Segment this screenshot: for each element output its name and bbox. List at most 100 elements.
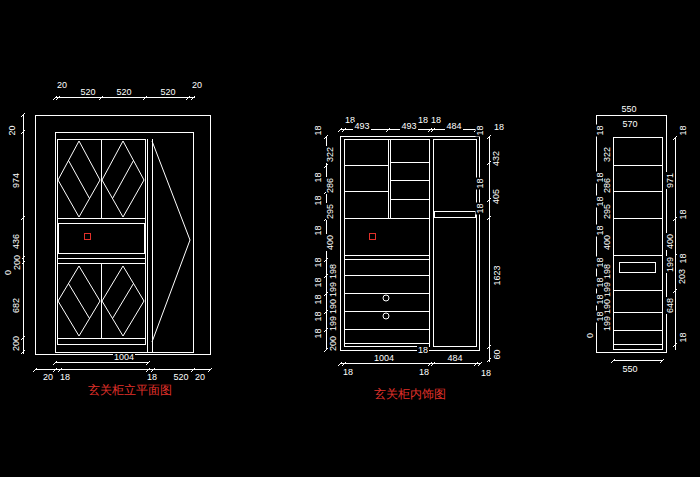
cabinet-elevation <box>102 141 144 217</box>
dimension-line <box>21 113 25 354</box>
dimension-value: 18 <box>678 331 687 343</box>
dimension-value: 1623 <box>493 264 502 286</box>
dimension-value: 520 <box>79 88 96 97</box>
dimension-value: 520 <box>115 88 132 97</box>
dimension-value: 198 <box>330 262 339 279</box>
cabinet-interior <box>390 180 430 181</box>
dimension-line <box>53 361 150 365</box>
dimension-value: 18 <box>475 124 484 136</box>
dimension-line <box>489 136 490 362</box>
dimension-line <box>338 362 482 366</box>
cabinet-side-view <box>613 218 662 219</box>
cabinet-elevation <box>57 218 146 219</box>
dimension-value: 295 <box>604 202 613 219</box>
dimension-value: 18 <box>313 194 322 206</box>
cabinet-interior <box>344 329 430 330</box>
cabinet-elevation <box>59 224 145 254</box>
dimension-line <box>613 360 662 361</box>
dimension-value: 322 <box>327 145 336 162</box>
dimension-value: 286 <box>604 176 613 193</box>
cabinet-interior <box>390 162 430 163</box>
dimension-value: 520 <box>172 373 189 382</box>
cabinet-interior <box>434 140 477 347</box>
dimension-value: 18 <box>417 116 429 125</box>
cabinet-interior <box>370 234 376 240</box>
cabinet-side-view <box>597 116 667 353</box>
cabinet-interior <box>341 137 480 351</box>
dimension-value: 18 <box>313 327 322 339</box>
dimension-value: 18 <box>417 346 429 355</box>
dimension-value: 190 <box>604 297 613 314</box>
cabinet-elevation <box>58 141 100 217</box>
cabinet-side-view <box>613 330 662 331</box>
cabinet-side-view <box>613 165 662 166</box>
dimension-value: 18 <box>430 116 442 125</box>
dimension-value: 1004 <box>373 354 395 363</box>
dimension-value: 0 <box>586 331 595 338</box>
dimension-value: 520 <box>159 88 176 97</box>
cabinet-interior <box>344 311 430 312</box>
dimension-value: 295 <box>327 202 336 219</box>
dimension-value: 200 <box>14 253 23 270</box>
dimension-value: 199 <box>604 280 613 297</box>
cabinet-interior <box>344 165 388 166</box>
dimension-value: 20 <box>194 373 206 382</box>
dimension-line <box>53 96 195 100</box>
dimension-value: 18 <box>678 208 687 220</box>
cabinet-side-view <box>597 116 667 353</box>
dimension-value: 18 <box>313 256 322 268</box>
cabinet-side-view <box>613 255 662 256</box>
dimension-value: 18 <box>313 276 322 288</box>
dimension-value: 18 <box>313 171 322 183</box>
dimension-value: 974 <box>13 171 22 188</box>
dimension-value: 18 <box>313 293 322 305</box>
dimension-line <box>324 128 491 366</box>
cabinet-interior <box>383 313 389 319</box>
cabinet-elevation <box>113 284 134 319</box>
cabinet-interior <box>344 191 388 192</box>
cabinet-elevation <box>58 140 146 345</box>
dimension-value: 1004 <box>113 353 135 362</box>
dimension-value: 436 <box>13 232 22 249</box>
dimension-value: 18 <box>313 124 322 136</box>
cabinet-side-view <box>613 290 662 291</box>
dimension-value: 432 <box>493 149 502 166</box>
cabinet-side-view <box>613 191 662 192</box>
cabinet-elevation <box>152 139 153 352</box>
dimension-line <box>55 97 195 98</box>
dimension-value: 199 <box>330 314 339 331</box>
dimension-value: 199 <box>667 255 676 272</box>
cabinet-elevation <box>57 338 146 339</box>
dimension-value: 405 <box>493 187 502 204</box>
dimension-line <box>55 362 148 363</box>
cabinet-side-view <box>620 263 656 273</box>
dimension-line <box>611 136 677 363</box>
dimension-value: 550 <box>620 105 637 114</box>
cabinet-interior <box>344 218 430 219</box>
dimension-value: 18 <box>59 373 71 382</box>
cabinet-side-view <box>613 344 662 345</box>
dimension-line <box>340 363 480 364</box>
dimension-value: 18 <box>418 368 430 377</box>
cabinet-elevation <box>36 116 211 355</box>
dimension-value: 18 <box>480 369 492 378</box>
cabinet-interior <box>344 255 430 256</box>
dimension-value: 400 <box>604 233 613 250</box>
cabinet-interior <box>344 275 430 276</box>
cabinet-elevation <box>58 266 100 336</box>
dimension-value: 400 <box>667 232 676 249</box>
drawing-caption: 玄关柜内饰图 <box>372 388 448 400</box>
dimension-value: 550 <box>621 365 638 374</box>
drawing-caption: 玄关柜立平面图 <box>86 384 174 396</box>
dimension-value: 20 <box>7 124 16 136</box>
dimension-value: 18 <box>313 224 322 236</box>
cabinet-elevation <box>56 133 194 353</box>
dimension-value: 190 <box>330 297 339 314</box>
cabinet-elevation <box>85 234 91 240</box>
dimension-value: 20 <box>56 81 68 90</box>
dimension-value: 570 <box>621 120 638 129</box>
dimension-value: 971 <box>667 171 676 188</box>
dimension-value: 493 <box>353 122 370 131</box>
